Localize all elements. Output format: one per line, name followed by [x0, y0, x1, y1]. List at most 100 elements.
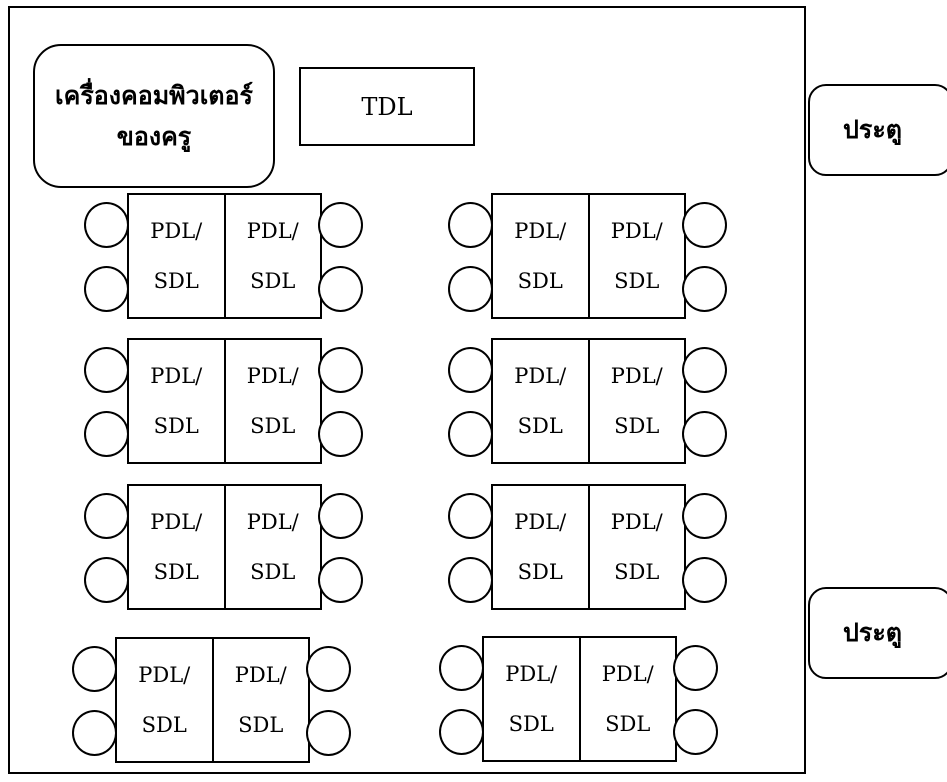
desk-seat: PDL/ SDL [578, 638, 676, 760]
seat-label-line2: SDL [508, 712, 554, 736]
chair [318, 202, 363, 248]
seat-label-line2: SDL [153, 269, 199, 293]
chair [318, 411, 363, 457]
seat-label-line2: SDL [141, 713, 187, 737]
teacher-computer-label-line1: เครื่องคอมพิวเตอร์ [55, 80, 253, 110]
desk-seat: PDL/ SDL [493, 195, 588, 317]
desk-table: PDL/ SDL PDL/ SDL [127, 338, 322, 464]
desk-table: PDL/ SDL PDL/ SDL [115, 637, 310, 763]
desk-group-7: PDL/ SDL PDL/ SDL [66, 637, 358, 763]
chair [84, 557, 129, 603]
chair [448, 347, 493, 393]
desk-seat: PDL/ SDL [484, 638, 579, 760]
desk-group-8: PDL/ SDL PDL/ SDL [433, 636, 725, 762]
chair [448, 493, 493, 539]
classroom-outline [8, 6, 806, 774]
seat-label-line2: SDL [250, 414, 296, 438]
seat-label-line2: SDL [614, 560, 660, 584]
chair [673, 645, 718, 691]
seat-label-line1: PDL/ [505, 661, 558, 686]
desk-seat: PDL/ SDL [117, 639, 212, 761]
seat-label-line2: SDL [614, 269, 660, 293]
chair [448, 266, 493, 312]
seat-label-line1: PDL/ [246, 218, 299, 243]
chair [439, 709, 484, 755]
chair [84, 266, 129, 312]
seat-label-line1: PDL/ [610, 509, 663, 534]
desk-seat: PDL/ SDL [223, 195, 321, 317]
desk-seat: PDL/ SDL [587, 195, 685, 317]
desk-group-1: PDL/ SDL PDL/ SDL [78, 193, 370, 319]
chair [318, 266, 363, 312]
desk-seat: PDL/ SDL [223, 486, 321, 608]
tdl-box: TDL [299, 67, 475, 146]
chair [682, 493, 727, 539]
seat-label-line1: PDL/ [150, 218, 203, 243]
door-label: ประตู [843, 618, 902, 647]
chair [448, 557, 493, 603]
desk-table: PDL/ SDL PDL/ SDL [491, 338, 686, 464]
chair [84, 347, 129, 393]
chair [682, 266, 727, 312]
teacher-computer: เครื่องคอมพิวเตอร์ ของครู [33, 44, 275, 188]
seat-label-line1: PDL/ [514, 363, 567, 388]
door-bottom: ประตู [808, 587, 947, 679]
seat-label-line1: PDL/ [150, 363, 203, 388]
seat-label-line2: SDL [250, 560, 296, 584]
chair [682, 557, 727, 603]
seat-label-line2: SDL [517, 560, 563, 584]
seat-label-line2: SDL [614, 414, 660, 438]
desk-group-6: PDL/ SDL PDL/ SDL [442, 484, 734, 610]
chair [682, 347, 727, 393]
desk-seat: PDL/ SDL [587, 340, 685, 462]
chair [84, 202, 129, 248]
seat-label-line2: SDL [517, 414, 563, 438]
teacher-computer-label-line2: ของครู [116, 122, 192, 151]
seat-label-line1: PDL/ [601, 661, 654, 686]
chair [306, 710, 351, 756]
chair [72, 646, 117, 692]
seat-label-line2: SDL [238, 713, 284, 737]
chair [84, 411, 129, 457]
desk-seat: PDL/ SDL [129, 340, 224, 462]
seat-label-line1: PDL/ [514, 509, 567, 534]
desk-seat: PDL/ SDL [129, 486, 224, 608]
desk-seat: PDL/ SDL [493, 486, 588, 608]
desk-table: PDL/ SDL PDL/ SDL [127, 484, 322, 610]
desk-seat: PDL/ SDL [587, 486, 685, 608]
seat-label-line1: PDL/ [150, 509, 203, 534]
desk-seat: PDL/ SDL [211, 639, 309, 761]
chair [318, 493, 363, 539]
chair [439, 645, 484, 691]
seat-label-line1: PDL/ [246, 509, 299, 534]
desk-group-3: PDL/ SDL PDL/ SDL [78, 338, 370, 464]
seat-label-line1: PDL/ [610, 363, 663, 388]
chair [84, 493, 129, 539]
desk-table: PDL/ SDL PDL/ SDL [127, 193, 322, 319]
seat-label-line1: PDL/ [246, 363, 299, 388]
desk-seat: PDL/ SDL [129, 195, 224, 317]
door-label: ประตู [843, 115, 902, 144]
chair [72, 710, 117, 756]
desk-group-2: PDL/ SDL PDL/ SDL [442, 193, 734, 319]
desk-table: PDL/ SDL PDL/ SDL [491, 193, 686, 319]
seat-label-line1: PDL/ [138, 662, 191, 687]
desk-table: PDL/ SDL PDL/ SDL [482, 636, 677, 762]
chair [448, 411, 493, 457]
seat-label-line2: SDL [250, 269, 296, 293]
chair [318, 557, 363, 603]
seat-label-line1: PDL/ [514, 218, 567, 243]
seat-label-line1: PDL/ [610, 218, 663, 243]
chair [682, 202, 727, 248]
seat-label-line2: SDL [517, 269, 563, 293]
seat-label-line2: SDL [153, 560, 199, 584]
seat-label-line1: PDL/ [234, 662, 287, 687]
chair [682, 411, 727, 457]
chair [673, 709, 718, 755]
chair [318, 347, 363, 393]
desk-group-5: PDL/ SDL PDL/ SDL [78, 484, 370, 610]
desk-seat: PDL/ SDL [223, 340, 321, 462]
desk-seat: PDL/ SDL [493, 340, 588, 462]
chair [448, 202, 493, 248]
door-top: ประตู [808, 84, 947, 176]
